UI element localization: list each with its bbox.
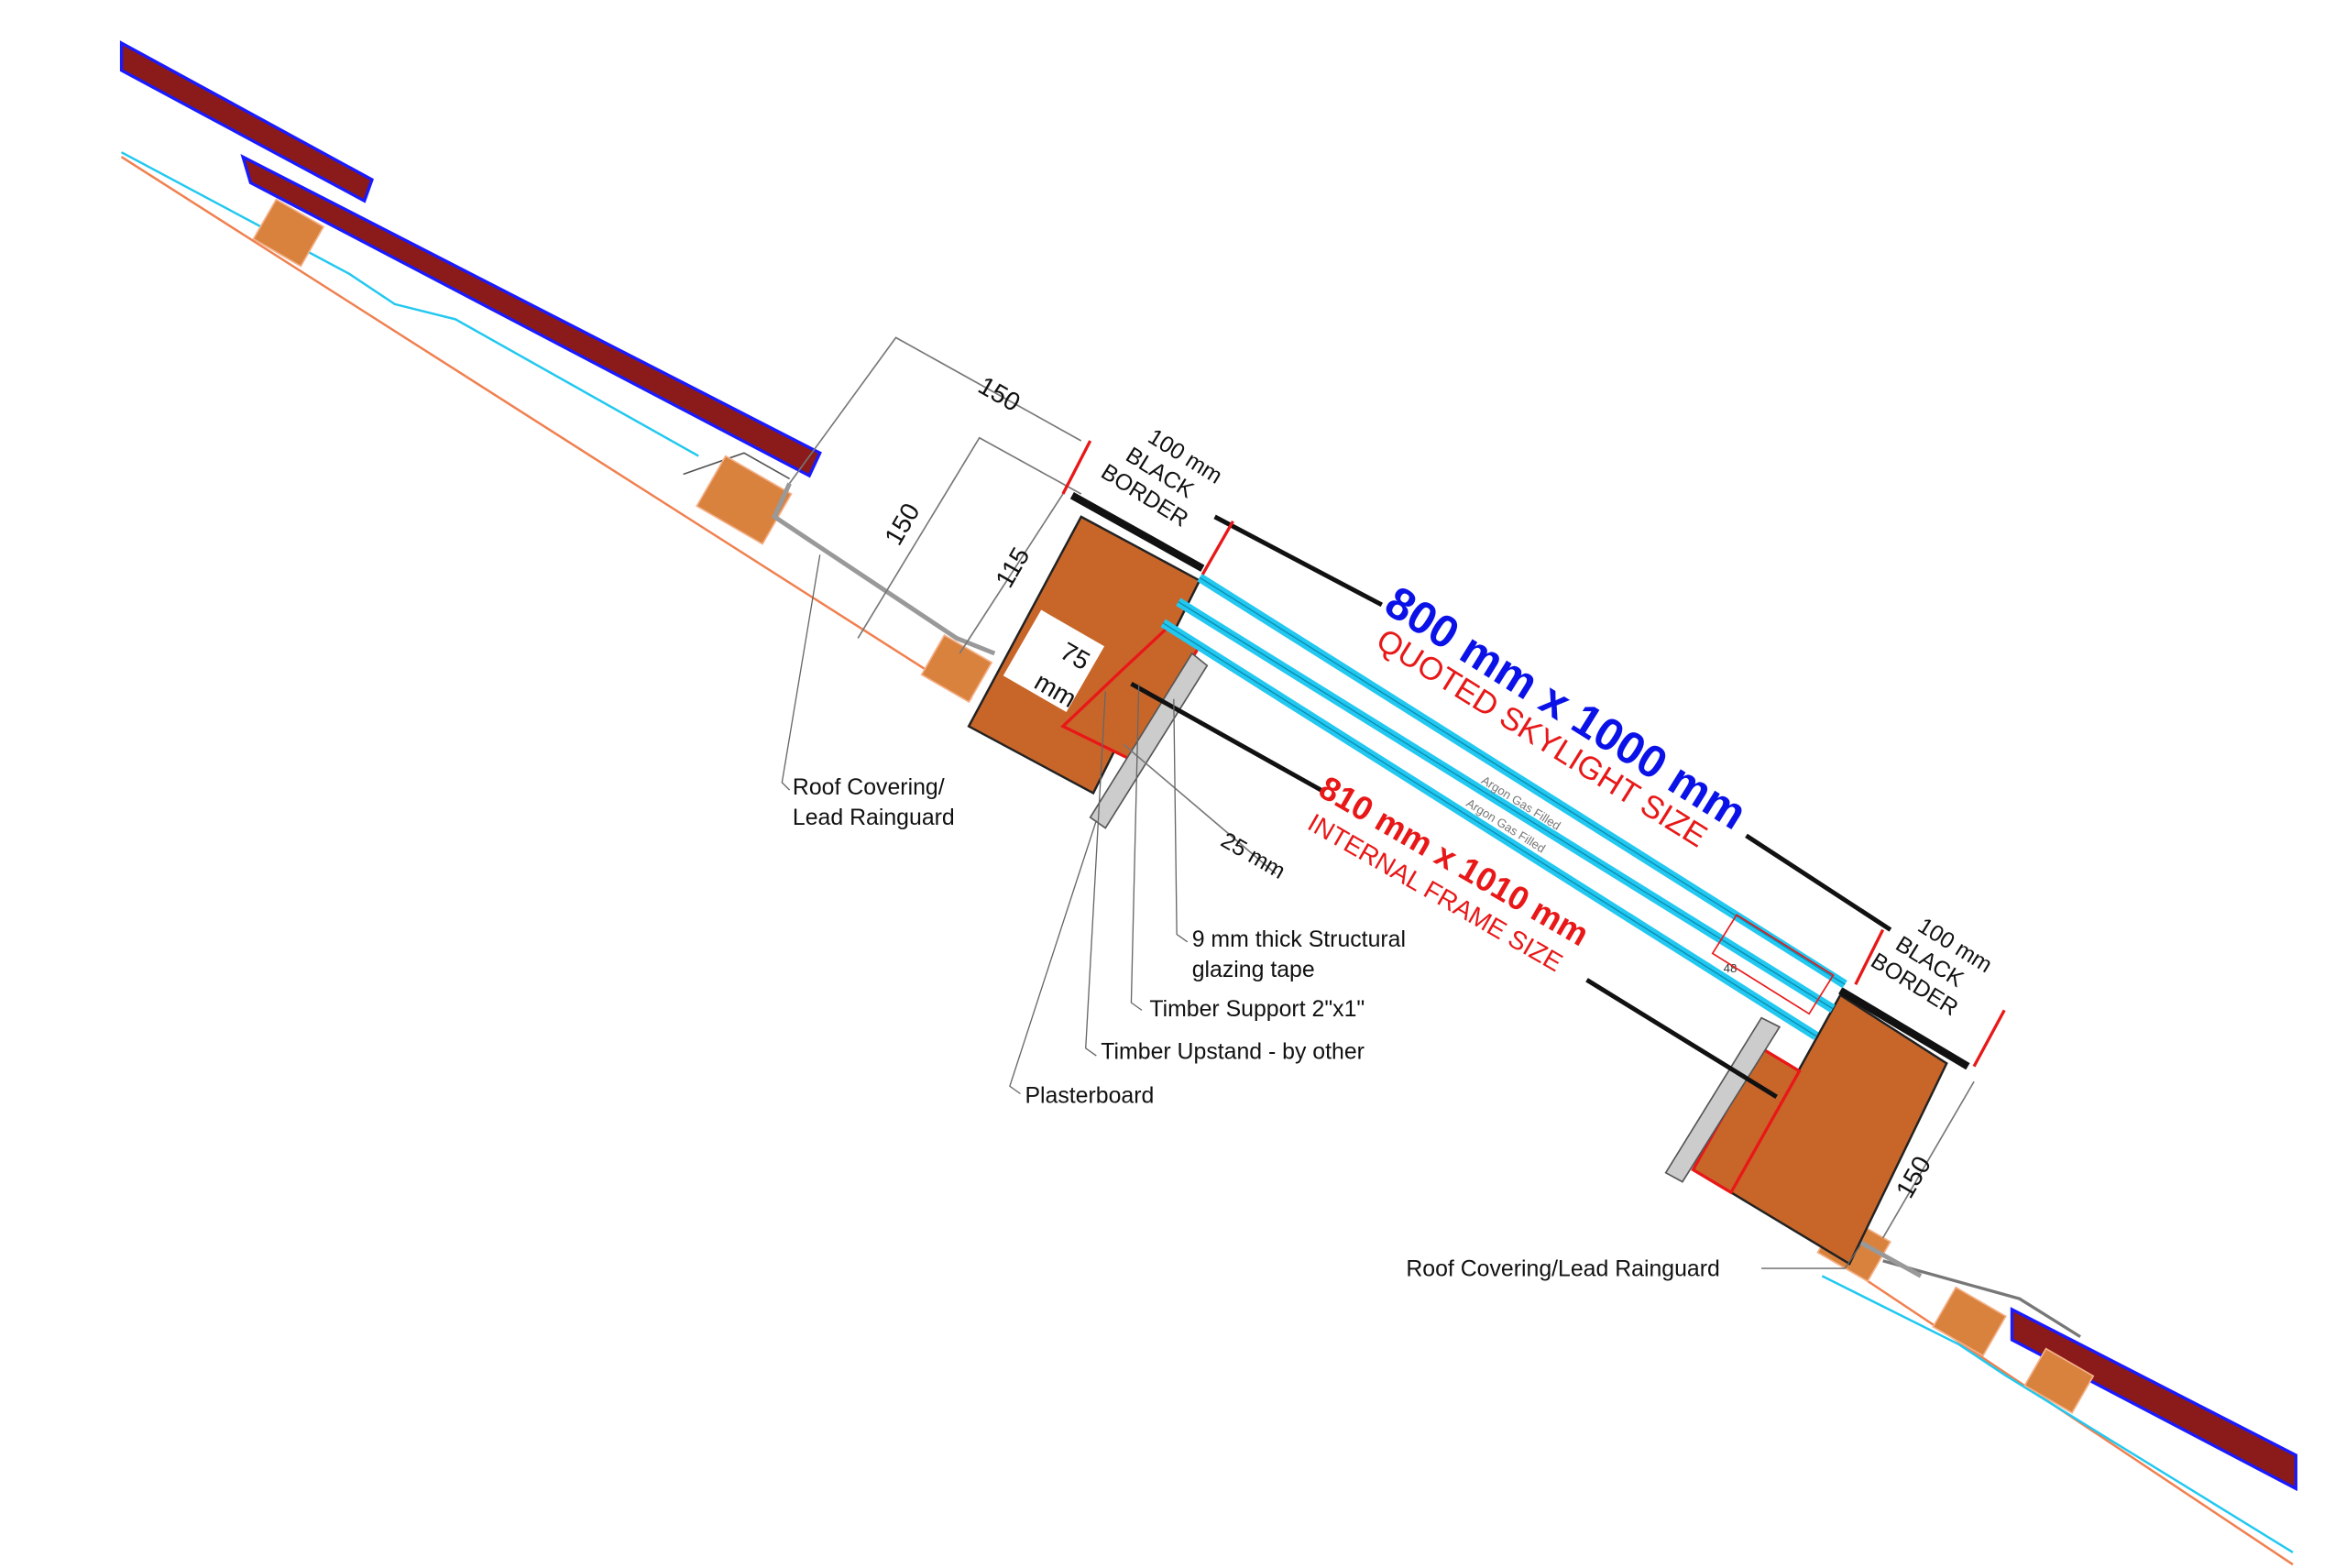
callout-roof-covering-right: Roof Covering/Lead Rainguard [1406, 1256, 1720, 1281]
glass-thickness-48: 48 [1724, 961, 1738, 975]
roof-tiles-right [1882, 1259, 2297, 1492]
dim-115: 115 [990, 543, 1035, 592]
timber-upstand-right [1664, 993, 1948, 1266]
quoted-size-value: 800 mm x 1000 mm [1376, 576, 1756, 839]
callout-plasterboard: Plasterboard [1025, 1083, 1154, 1108]
callout-roof-covering-left-2: Lead Rainguard [793, 806, 955, 830]
border-red-markers [1061, 440, 2006, 1068]
glass-thickness-box [1711, 914, 1835, 1015]
callout-timber-support: Timber Support 2"x1" [1149, 997, 1365, 1022]
roof-tiles-left [119, 40, 822, 480]
roof-underlay [120, 151, 2294, 1566]
callout-glazing-tape-1: 9 mm thick Structural [1192, 927, 1406, 952]
callout-leaders [781, 554, 1861, 1269]
black-border-strips [1069, 492, 1970, 1070]
size-arrows [1130, 514, 1892, 1099]
glass-panes [1160, 573, 1847, 1040]
dimension-lines [788, 336, 1975, 1239]
dim-25mm: 25 mm [1217, 828, 1289, 884]
callout-timber-upstand: Timber Upstand - by other [1101, 1039, 1365, 1064]
callout-glazing-tape-2: glazing tape [1192, 958, 1315, 982]
dim-150-outer: 150 [973, 371, 1025, 417]
black-border-right-label: 100 mm BLACK BORDER [1867, 914, 1997, 1022]
dim-150-inner: 150 [879, 499, 925, 550]
callout-roof-covering-left-1: Roof Covering/ [793, 775, 945, 800]
timber-upstand-left [967, 515, 1209, 829]
